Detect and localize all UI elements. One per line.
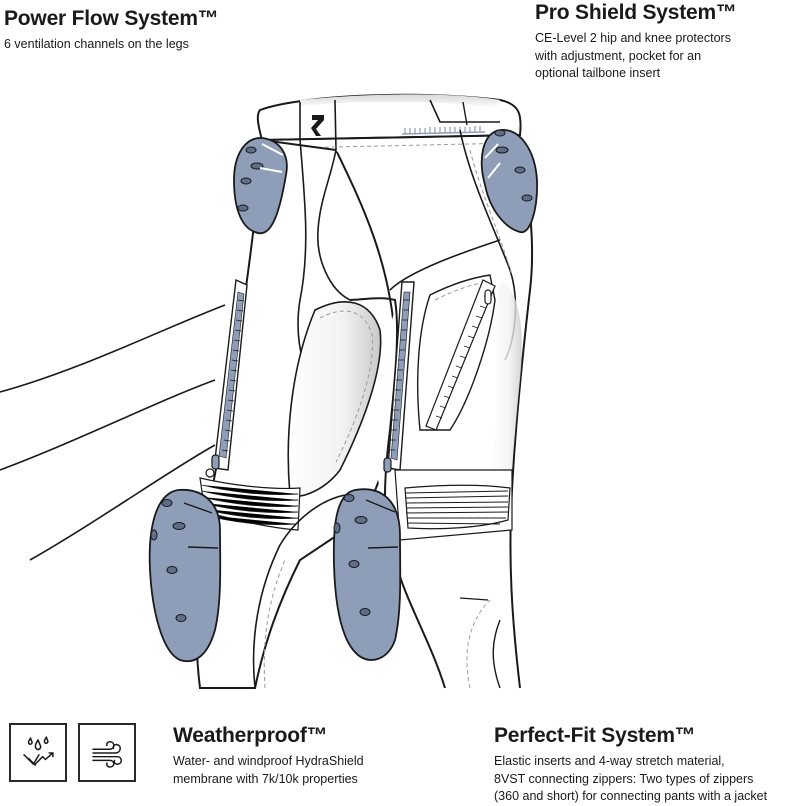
right-knee-stretch-lines: [405, 490, 509, 525]
description-line: CE-Level 2 hip and knee protectors: [535, 31, 731, 45]
right-zipper-teeth: [389, 299, 410, 451]
feature-title: Weatherproof™: [173, 724, 328, 747]
knee-protector-right: [332, 488, 402, 661]
left-knee-stretch-lines: [201, 484, 299, 525]
description-line: (360 and short) for connecting pants wit…: [494, 789, 768, 803]
left-zipper-teeth: [221, 299, 245, 452]
feature-description: Elastic inserts and 4-way stretch materi…: [494, 753, 800, 806]
knee-protector-left: [148, 489, 222, 663]
feature-power-flow: Power Flow System™ 6 ventilation channel…: [4, 6, 304, 54]
windproof-icon: [78, 723, 136, 782]
pants-illustration: [0, 93, 538, 689]
feature-title: Power Flow System™: [4, 7, 219, 30]
description-line: membrane with 7k/10k properties: [173, 771, 358, 786]
left-leg: [195, 138, 397, 689]
feature-title: Perfect-Fit System™: [494, 724, 696, 747]
waistband: [256, 93, 522, 151]
brand-logo: [311, 115, 324, 136]
description-line: with adjustment, pocket for an: [535, 48, 702, 63]
feature-weatherproof: Weatherproof™ Water- and windproof Hydra…: [173, 723, 473, 788]
background-leg-outline: [0, 304, 226, 561]
hip-protector-right: [480, 129, 538, 233]
velcro-strip: [401, 126, 486, 135]
waterproof-icon: [9, 723, 67, 782]
feature-title: Pro Shield System™: [535, 1, 737, 24]
feature-description: CE-Level 2 hip and knee protectors with …: [535, 30, 800, 83]
description-line: optional tailbone insert: [535, 66, 661, 80]
feature-description: 6 ventilation channels on the legs: [4, 37, 189, 51]
description-line: Elastic inserts and 4-way stretch materi…: [494, 754, 725, 768]
feature-perfect-fit: Perfect-Fit System™ Elastic inserts and …: [494, 723, 800, 806]
description-line: Water- and windproof HydraShield: [173, 754, 364, 768]
description-line: 8VST connecting zippers: Two types of zi…: [494, 771, 754, 786]
right-leg: [336, 129, 534, 689]
feature-description: Water- and windproof HydraShield membran…: [173, 753, 473, 788]
hip-protector-left: [233, 137, 288, 235]
feature-pro-shield: Pro Shield System™ CE-Level 2 hip and kn…: [535, 0, 800, 83]
